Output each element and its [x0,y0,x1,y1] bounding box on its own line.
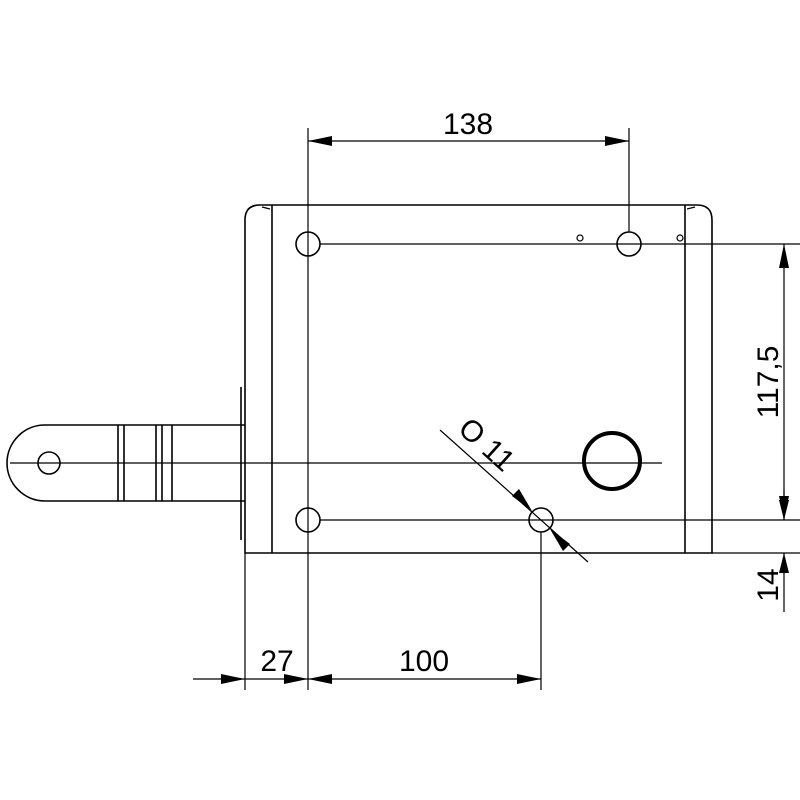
hole-small-2 [676,234,684,242]
dim-diameter-label: O 11 [452,412,521,479]
dim-27-arrow-right [284,674,308,684]
dim-diameter-arrow-lower [550,529,570,551]
holes [295,231,684,533]
dim-100-arrow-left [308,674,332,684]
dim-138-label: 138 [443,108,493,141]
dim-14-arrow-bottom [779,553,789,573]
dimension-117-5: 117,5 [752,244,789,520]
dimension-14: 14 [752,490,789,612]
extension-lines [244,128,800,690]
dimension-27: 27 [193,645,308,684]
mounting-plate [244,204,713,554]
plate-outline [244,204,713,554]
dim-27-arrow-left [221,674,245,684]
dimension-diameter-11: O 11 [439,412,589,563]
hole-large [582,431,642,491]
dimension-138: 138 [308,108,629,146]
dim-100-label: 100 [399,645,449,678]
plunger-eye [6,424,118,502]
dim-138-arrow-left [308,136,332,146]
dim-14-arrow-top [779,500,789,520]
dim-27-label: 27 [260,645,293,678]
dim-diameter-arrow-upper [512,489,532,511]
plate-right-flange-curve [686,206,696,210]
plate-left-flange-curve [261,206,271,210]
dim-117-5-arrow-top [779,244,789,268]
hole-small-1 [576,234,584,242]
dim-100-arrow-right [517,674,541,684]
dim-14-label: 14 [752,568,785,601]
dim-117-5-label: 117,5 [752,346,785,419]
dimension-100: 100 [308,645,541,684]
dim-138-arrow-right [605,136,629,146]
